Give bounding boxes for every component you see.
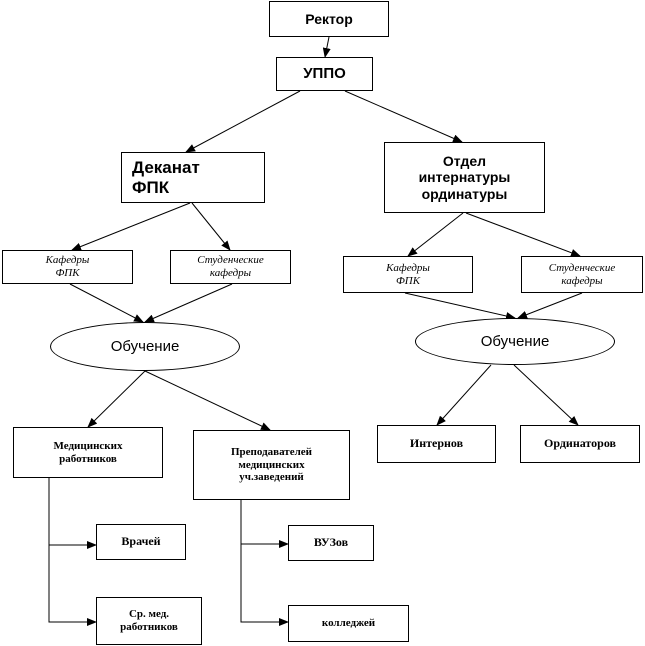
node-stud-left: Студенческие кафедры <box>170 250 291 284</box>
node-kolledzhey: колледжей <box>288 605 409 642</box>
node-kafedry-right: Кафедры ФПК <box>343 256 473 293</box>
node-teachers: Преподавателей медицинских уч.заведений <box>193 430 350 500</box>
node-otdel: Отдел интернатуры ординатуры <box>384 142 545 213</box>
node-rector: Ректор <box>269 1 389 37</box>
node-kafedry-left: Кафедры ФПК <box>2 250 133 284</box>
node-dekanat: Деканат ФПК <box>121 152 265 203</box>
node-internov: Интернов <box>377 425 496 463</box>
node-ordinatorov: Ординаторов <box>520 425 640 463</box>
node-vuzov: ВУЗов <box>288 525 374 561</box>
node-obuchenie-right: Обучение <box>415 318 615 365</box>
node-uppo: УППО <box>276 57 373 91</box>
node-sr-med: Ср. мед. работников <box>96 597 202 645</box>
node-obuchenie-left: Обучение <box>50 322 240 371</box>
node-stud-right: Студенческие кафедры <box>521 256 643 293</box>
node-vrachey: Врачей <box>96 524 186 560</box>
node-med-workers: Медицинских работников <box>13 427 163 478</box>
